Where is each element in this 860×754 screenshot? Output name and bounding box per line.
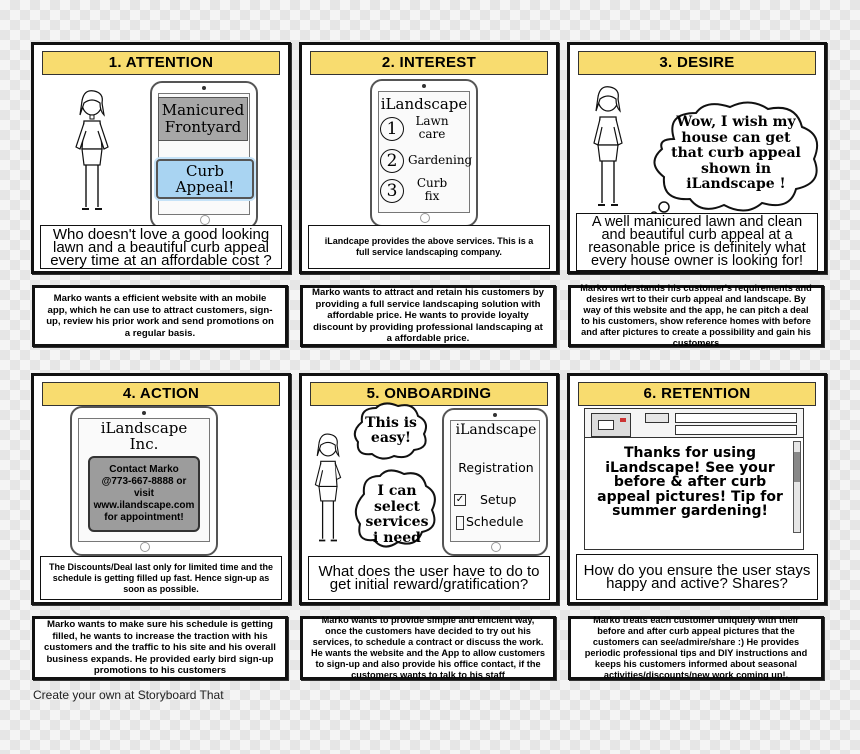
panel-description: Marko wants to make sure his schedule is… bbox=[32, 616, 288, 680]
thought-text: Wow, I wish my house can get that curb a… bbox=[671, 114, 801, 192]
panel-interest: 2. INTEREST iLandscape 1 Lawn care 2 Gar… bbox=[299, 42, 559, 274]
home-button-icon bbox=[140, 542, 150, 552]
panel-onboarding: 5. ONBOARDING This is easy! I can select… bbox=[299, 373, 559, 605]
panel-caption: What does the user have to do to get ini… bbox=[308, 556, 550, 600]
service-label: Curb fix bbox=[416, 176, 448, 203]
app-name: iLandscape Inc. bbox=[100, 419, 188, 453]
woman-figure bbox=[314, 433, 342, 542]
curb-appeal-button[interactable]: Curb Appeal! bbox=[156, 159, 254, 199]
number-circle-icon: 2 bbox=[380, 149, 404, 173]
woman-figure bbox=[593, 86, 623, 206]
home-button-icon bbox=[420, 213, 430, 223]
panel-caption: A well manicured lawn and clean and beau… bbox=[576, 213, 818, 271]
manicured-frontyard-label: Manicured Frontyard bbox=[158, 97, 248, 141]
panel-title: 1. ATTENTION bbox=[42, 51, 280, 75]
woman-figure bbox=[75, 90, 109, 210]
tablet-speaker bbox=[422, 84, 426, 88]
panel-attention: 1. ATTENTION Manicured Frontyard Curb Ap… bbox=[31, 42, 291, 274]
panel-description: Marko treats each customer uniquely with… bbox=[568, 615, 824, 680]
service-item: 2 Gardening bbox=[380, 149, 500, 177]
mail-icon bbox=[591, 413, 631, 437]
toolbar-bar bbox=[675, 425, 797, 435]
panel-description: Marko understands his customer's require… bbox=[568, 283, 824, 348]
panel-title: 6. RETENTION bbox=[578, 382, 816, 406]
home-button-icon bbox=[491, 542, 501, 552]
footer-attribution[interactable]: Create your own at Storyboard That bbox=[33, 688, 224, 702]
panel-desire: 3. DESIRE Wow, I wish my house can get t… bbox=[567, 42, 827, 274]
home-button-icon bbox=[200, 215, 210, 225]
service-item: 3 Curb fix bbox=[380, 176, 490, 207]
tablet-speaker bbox=[202, 86, 206, 90]
panel-caption: iLandcape provides the above services. T… bbox=[308, 225, 550, 269]
app-window bbox=[584, 408, 804, 550]
panel-description: Marko wants to provide simple and effici… bbox=[300, 615, 556, 680]
panel-caption: Who doesn't love a good looking lawn and… bbox=[40, 225, 282, 269]
thought-cloud-top bbox=[353, 402, 427, 460]
bubble-bottom-text: I can select services i need bbox=[365, 483, 429, 546]
tablet-speaker bbox=[493, 413, 497, 417]
panel-description: Marko wants a efficient website with an … bbox=[32, 285, 288, 347]
tablet-speaker bbox=[142, 411, 146, 415]
scrollbar[interactable] bbox=[793, 441, 801, 533]
schedule-checkbox[interactable] bbox=[456, 516, 464, 530]
tablet-screen bbox=[450, 420, 540, 542]
service-label: Lawn care bbox=[415, 114, 449, 141]
bubble-top-text: This is easy! bbox=[365, 415, 417, 446]
app-name: iLandscape bbox=[380, 95, 468, 113]
schedule-label: Schedule bbox=[466, 514, 524, 529]
panel-caption: How do you ensure the user stays happy a… bbox=[576, 554, 818, 600]
setup-checkbox[interactable]: ✓ bbox=[454, 494, 466, 506]
panel-title: 4. ACTION bbox=[42, 382, 280, 406]
tablet-device bbox=[442, 408, 548, 556]
panel-title: 2. INTEREST bbox=[310, 51, 548, 75]
panel-title: 5. ONBOARDING bbox=[310, 382, 548, 406]
retention-message: Thanks for using iLandscape! See your be… bbox=[597, 445, 783, 519]
thought-cloud-bottom bbox=[354, 469, 436, 548]
panel-title: 3. DESIRE bbox=[578, 51, 816, 75]
search-bar[interactable] bbox=[645, 413, 669, 423]
number-circle-icon: 1 bbox=[380, 117, 404, 141]
app-name: iLandscape bbox=[455, 422, 537, 438]
panel-retention: 6. RETENTION Thanks for using iLandscape… bbox=[567, 373, 827, 605]
panel-caption: The Discounts/Deal last only for limited… bbox=[40, 556, 282, 600]
number-circle-icon: 3 bbox=[380, 179, 404, 203]
setup-label: Setup bbox=[480, 492, 517, 507]
contact-box[interactable]: Contact Marko @773-667-8888 or visit www… bbox=[88, 456, 200, 532]
panel-action: 4. ACTION iLandscape Inc. Contact Marko … bbox=[31, 373, 291, 605]
registration-label: Registration bbox=[458, 460, 534, 475]
address-bar[interactable] bbox=[675, 413, 797, 423]
service-label: Gardening bbox=[408, 153, 473, 167]
service-item: 1 Lawn care bbox=[380, 114, 490, 145]
panel-description: Marko wants to attract and retain his cu… bbox=[300, 285, 556, 347]
